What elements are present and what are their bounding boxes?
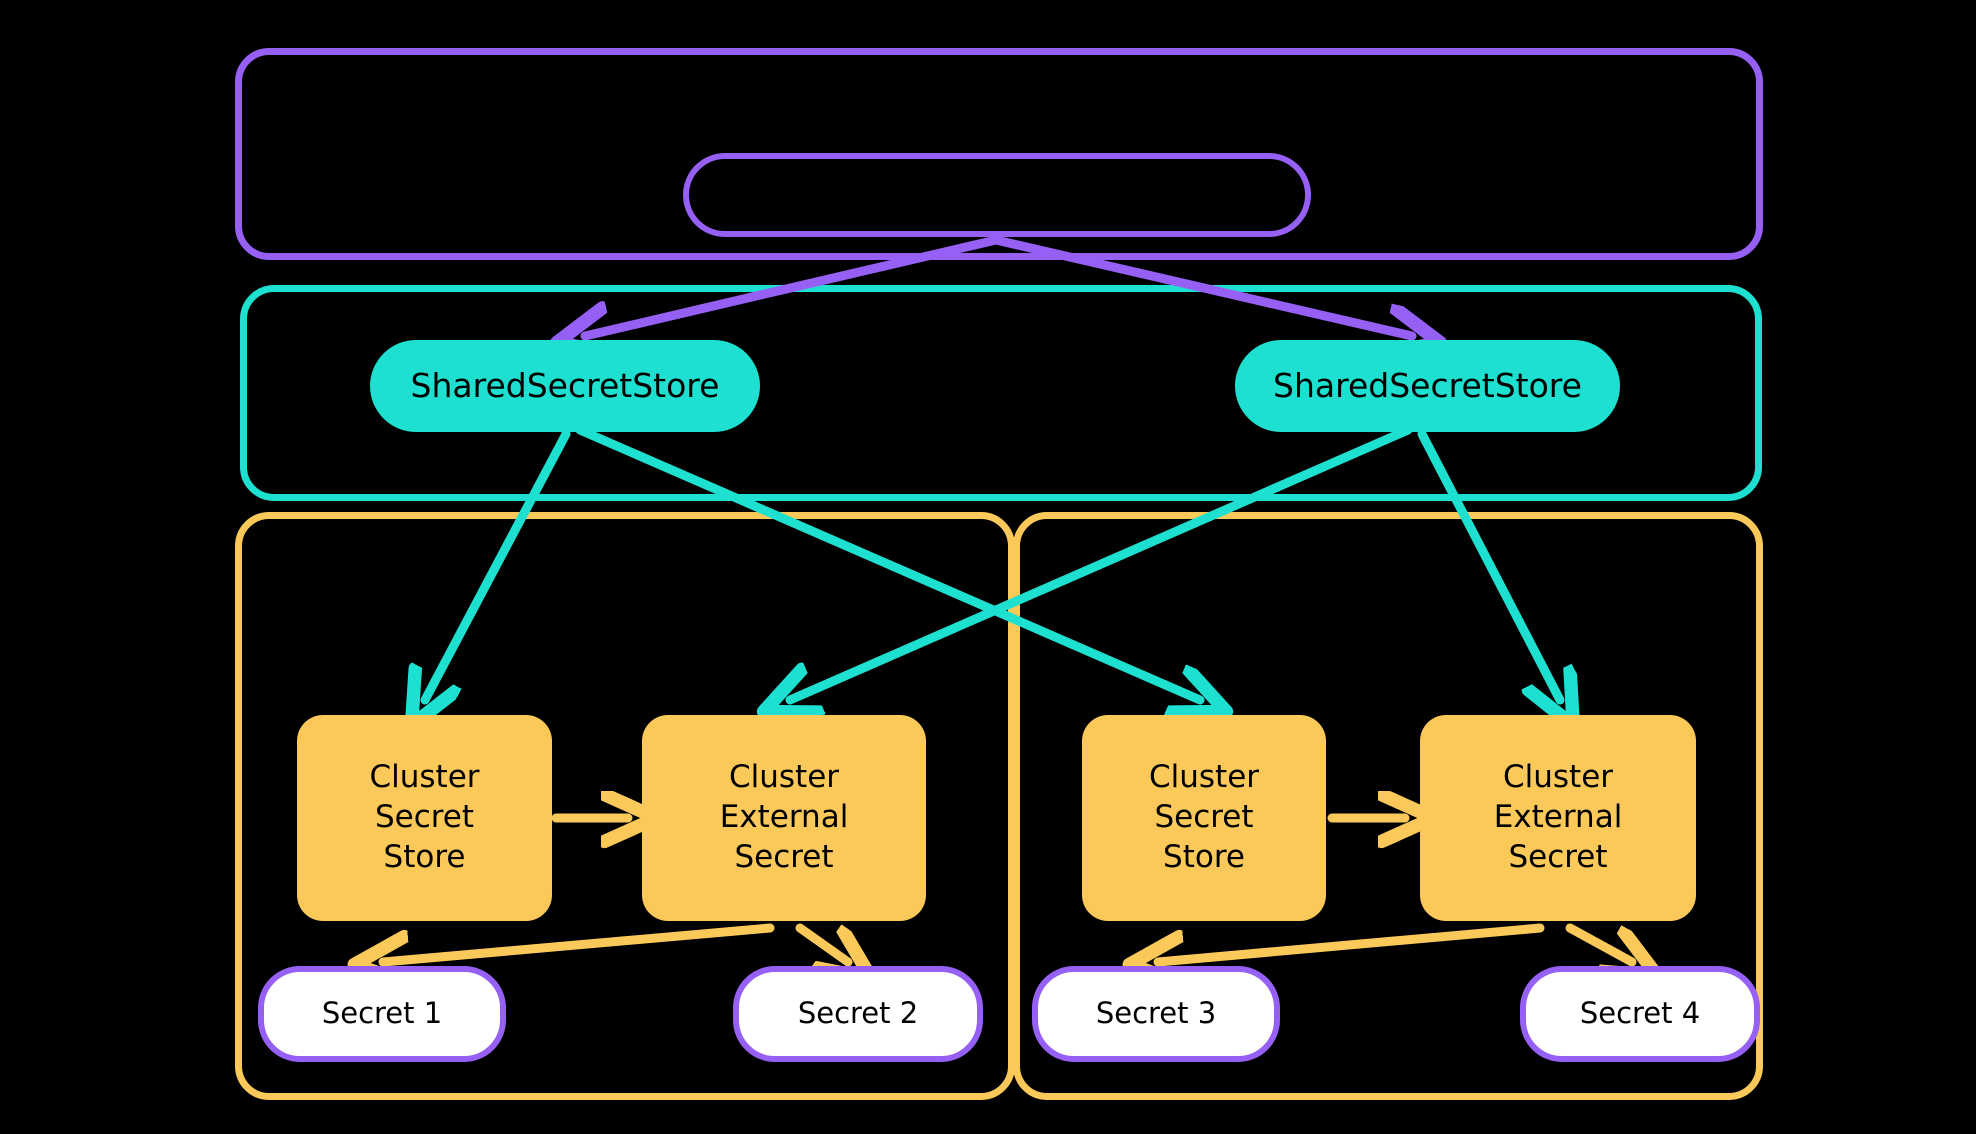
secret-3-node[interactable]: Secret 3: [1032, 966, 1280, 1062]
shared-secret-store-left[interactable]: SharedSecretStore: [370, 340, 760, 432]
secret-2-label: Secret 2: [797, 996, 919, 1031]
secret-4-node[interactable]: Secret 4: [1520, 966, 1760, 1062]
purple-pill-node[interactable]: [683, 153, 1311, 237]
secret-1-node[interactable]: Secret 1: [258, 966, 506, 1062]
secret-3-label: Secret 3: [1095, 996, 1217, 1031]
shared-secret-store-right-label: SharedSecretStore: [1273, 365, 1582, 405]
secret-1-label: Secret 1: [321, 996, 443, 1031]
shared-secret-store-left-label: SharedSecretStore: [410, 365, 720, 405]
secret-2-node[interactable]: Secret 2: [733, 966, 983, 1062]
secret-4-label: Secret 4: [1579, 996, 1701, 1031]
shared-secret-store-right[interactable]: SharedSecretStore: [1235, 340, 1620, 432]
